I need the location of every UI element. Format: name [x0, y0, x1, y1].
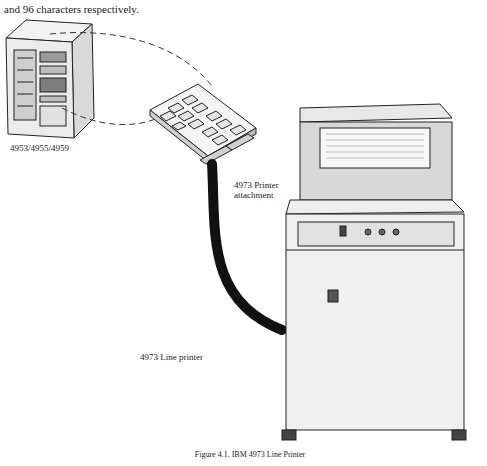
- unit-label: 4953/4955/4959: [10, 143, 100, 153]
- processor-unit: [6, 20, 94, 138]
- figure-caption: Figure 4.1. IBM 4973 Line Printer: [140, 450, 360, 459]
- running-text: and 96 characters respectively.: [4, 3, 264, 16]
- part-label: 4973 Printer attachment: [234, 180, 300, 201]
- line-printer: [282, 104, 466, 440]
- dashed-link: [50, 33, 212, 125]
- attachment-card: [150, 84, 256, 164]
- device-label: 4973 Line printer: [140, 352, 240, 362]
